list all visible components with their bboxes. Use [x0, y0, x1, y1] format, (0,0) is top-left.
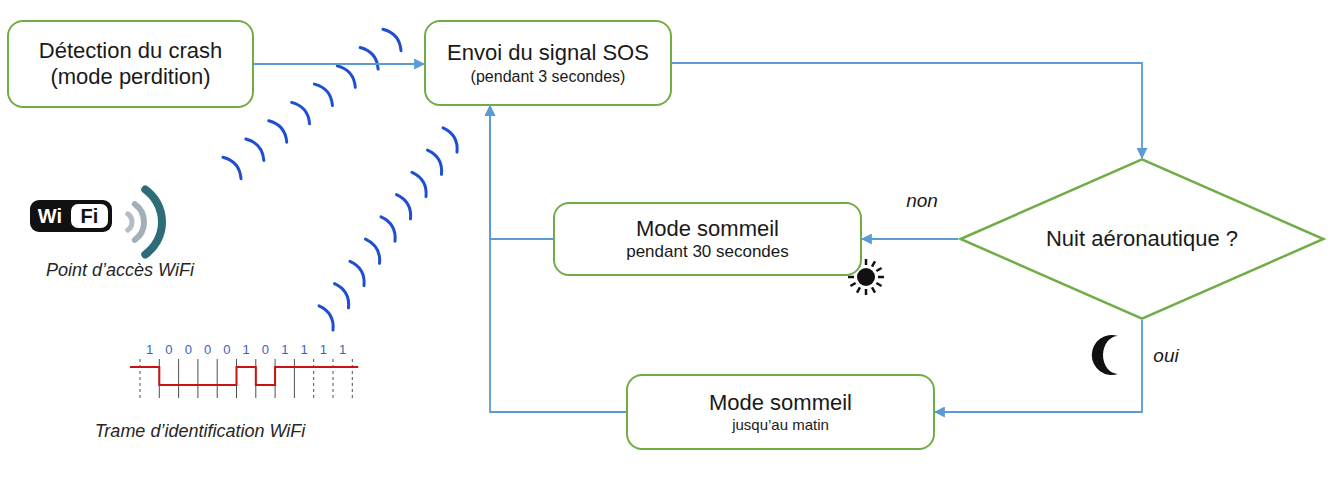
- flow-connector: [490, 106, 553, 239]
- radio-wave: [292, 99, 314, 124]
- wifi-logo-inner: [71, 204, 108, 228]
- bit-value: 0: [262, 343, 269, 357]
- node-title: Nuit aéronautique ?: [1046, 226, 1238, 252]
- bit-value: 1: [320, 343, 327, 357]
- radio-wave: [428, 148, 446, 175]
- bit-tick: [333, 359, 334, 398]
- bit-tick: [197, 359, 198, 398]
- node-subtitle: pendant 30 secondes: [626, 242, 789, 262]
- radio-wave: [319, 303, 337, 330]
- radio-wave: [397, 192, 415, 219]
- node-title: Détection du crash (mode perdition): [21, 38, 240, 91]
- wifi-logo: [30, 200, 112, 232]
- wifi-logo-text: Wi: [38, 205, 62, 227]
- edge-label: oui: [1151, 345, 1180, 367]
- radio-wave: [246, 136, 268, 161]
- bit-value: 0: [204, 343, 211, 357]
- access-point-label: Point d’accès WiFi: [46, 261, 194, 281]
- radio-wave: [360, 44, 382, 69]
- bit-value: 1: [339, 343, 346, 357]
- radio-wave: [350, 259, 368, 286]
- bit-tick: [294, 359, 295, 398]
- bit-value: 1: [146, 343, 153, 357]
- node-title: Mode sommeil: [636, 216, 779, 242]
- bit-tick: [313, 359, 314, 398]
- access-point-wave: [145, 189, 162, 254]
- radio-wave: [314, 81, 336, 106]
- bit-value: 1: [243, 343, 250, 357]
- radio-wave: [412, 170, 430, 197]
- radio-wave: [335, 281, 353, 308]
- process-box: Envoi du signal SOS(pendant 3 secondes): [424, 20, 672, 106]
- radio-wave: [269, 117, 291, 142]
- bit-tick: [352, 359, 353, 398]
- radio-wave: [381, 214, 399, 241]
- flow-connector: [254, 63, 424, 65]
- bit-value: 0: [165, 343, 172, 357]
- node-subtitle: (pendant 3 secondes): [471, 67, 626, 86]
- process-box: Mode sommeiljusqu’au matin: [626, 374, 935, 450]
- radio-wave: [383, 26, 405, 51]
- access-point-wave: [135, 204, 144, 240]
- wifi-waveform: [130, 367, 358, 385]
- radio-wave: [366, 237, 384, 264]
- radio-wave: [337, 63, 359, 88]
- node-title: Mode sommeil: [709, 390, 852, 416]
- start-box: Détection du crash (mode perdition): [7, 20, 254, 108]
- bit-value: 1: [281, 343, 288, 357]
- node-subtitle: jusqu’au matin: [732, 416, 829, 434]
- flow-connector: [935, 320, 1142, 412]
- moon-icon: [1092, 335, 1118, 375]
- node-title: Envoi du signal SOS: [447, 40, 649, 66]
- edge-label: non: [904, 190, 940, 212]
- frame-caption: Trame d’identification WiFi: [95, 422, 306, 442]
- flow-connector: [862, 238, 958, 240]
- decision-diamond: Nuit aéronautique ?: [958, 158, 1326, 320]
- radio-wave: [443, 125, 461, 152]
- flow-connector: [672, 63, 1142, 158]
- bit-value: 0: [185, 343, 192, 357]
- bit-value: 1: [300, 343, 307, 357]
- bit-value: 0: [223, 343, 230, 357]
- wifi-logo-text: Fi: [81, 205, 99, 227]
- bit-tick: [140, 359, 141, 398]
- access-point-wave: [128, 214, 132, 230]
- bit-tick: [178, 359, 179, 398]
- radio-wave: [223, 154, 245, 179]
- process-box: Mode sommeilpendant 30 secondes: [553, 202, 862, 276]
- bit-tick: [217, 359, 218, 398]
